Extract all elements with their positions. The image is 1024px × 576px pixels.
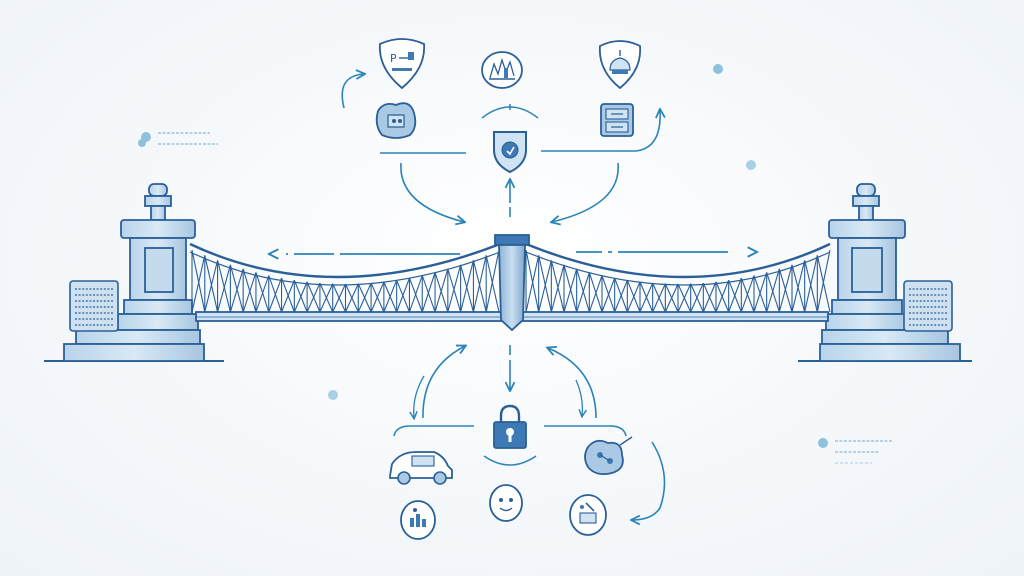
truss-brace	[563, 268, 578, 313]
document-badge-icon: P	[379, 38, 425, 90]
arrow-down-right-curve	[575, 379, 582, 416]
right-side-plaque	[903, 280, 953, 332]
arrow-down-left-curve	[414, 375, 425, 418]
server-box-icon	[600, 103, 634, 137]
truss-brace	[550, 264, 565, 313]
truss-brace	[639, 282, 654, 313]
truss-brace	[664, 283, 679, 313]
truss-brace	[408, 275, 423, 313]
truss-brace	[816, 249, 831, 313]
truss-brace	[626, 281, 641, 313]
truss-brace	[319, 283, 334, 313]
truss-brace	[370, 281, 385, 313]
decorative-dot	[746, 160, 756, 170]
truss-brace	[460, 260, 474, 313]
truss-brace	[229, 264, 244, 313]
truss-brace	[576, 272, 590, 313]
face-circle-icon	[489, 484, 523, 522]
truss-brace	[217, 260, 231, 313]
truss-brace	[753, 272, 768, 313]
truss-brace	[242, 272, 257, 313]
truss-brace	[690, 282, 704, 313]
truss-brace	[396, 277, 410, 313]
truss-brace	[472, 255, 487, 313]
truss-brace	[588, 275, 603, 313]
bridge-truss	[191, 249, 831, 313]
truss-brace	[434, 268, 449, 313]
truss-brace	[538, 255, 552, 313]
cloud-badge-icon	[598, 40, 642, 90]
truss-brace	[447, 264, 462, 313]
truss-brace	[306, 282, 321, 313]
truss-brace	[525, 255, 540, 313]
decorative-dot	[713, 64, 723, 74]
right-tower	[819, 183, 961, 362]
network-blob-icon	[584, 436, 633, 476]
left-tower	[63, 183, 205, 362]
left-main-cable	[189, 242, 501, 279]
truss-brace	[255, 275, 270, 313]
truss-brace	[538, 260, 552, 313]
truss-brace	[601, 277, 616, 313]
decorative-cluster-top-left	[138, 132, 218, 147]
truss-brace	[652, 283, 666, 313]
truss-brace	[766, 268, 780, 313]
center-pylon	[494, 234, 530, 332]
truss-brace	[563, 264, 578, 313]
edit-circle-icon	[569, 494, 607, 536]
truss-brace	[421, 272, 436, 313]
chart-badge-icon	[481, 51, 523, 89]
truss-brace	[268, 277, 283, 313]
truss-brace	[740, 275, 755, 313]
right-secondary-cable	[525, 251, 831, 286]
truss-brace	[229, 268, 244, 313]
left-side-plaque	[69, 280, 119, 332]
data-blob-icon	[375, 102, 417, 139]
truss-brace	[204, 255, 219, 313]
truss-brace	[344, 283, 359, 313]
truss-brace	[677, 283, 692, 313]
truss-brace	[791, 260, 806, 313]
bottom-right-connector	[544, 425, 627, 437]
truss-brace	[332, 283, 347, 313]
decorative-dot	[328, 390, 338, 400]
truss-brace	[357, 282, 372, 313]
left-secondary-cable	[189, 251, 501, 286]
arrow-down-to-bridge-left	[400, 162, 464, 222]
truss-brace	[204, 260, 219, 313]
arrow-down-to-bridge-right	[552, 162, 619, 222]
vehicle-icon	[389, 451, 453, 485]
truss-brace	[550, 260, 565, 313]
truss-brace	[702, 281, 717, 313]
arrow-left-loop-up	[341, 74, 364, 109]
truss-brace	[804, 255, 818, 313]
arrow-right-long-curve	[632, 441, 666, 520]
decorative-cluster-bottom-right	[818, 438, 892, 464]
truss-brace	[281, 280, 295, 313]
truss-brace	[293, 281, 308, 313]
right-main-cable	[525, 242, 831, 279]
padlock-icon	[493, 404, 527, 449]
truss-brace	[715, 280, 730, 313]
truss-brace	[525, 249, 540, 313]
arrow-up-bottom-left	[422, 346, 465, 419]
truss-brace	[485, 249, 500, 313]
svg-text:P: P	[390, 52, 397, 65]
bar-circle-icon	[400, 500, 436, 540]
shield-icon	[493, 131, 527, 174]
truss-brace	[191, 255, 206, 313]
bottom-left-connector	[393, 425, 474, 437]
truss-brace	[614, 280, 628, 313]
truss-brace	[217, 264, 231, 313]
arrow-lock-arc-bottom	[483, 455, 537, 466]
truss-brace	[191, 249, 206, 313]
truss-brace	[383, 280, 398, 313]
arrow-right-loop-up	[635, 110, 660, 152]
truss-brace	[728, 277, 742, 313]
truss-brace	[778, 264, 793, 313]
arrow-up-bottom-right	[548, 348, 597, 419]
